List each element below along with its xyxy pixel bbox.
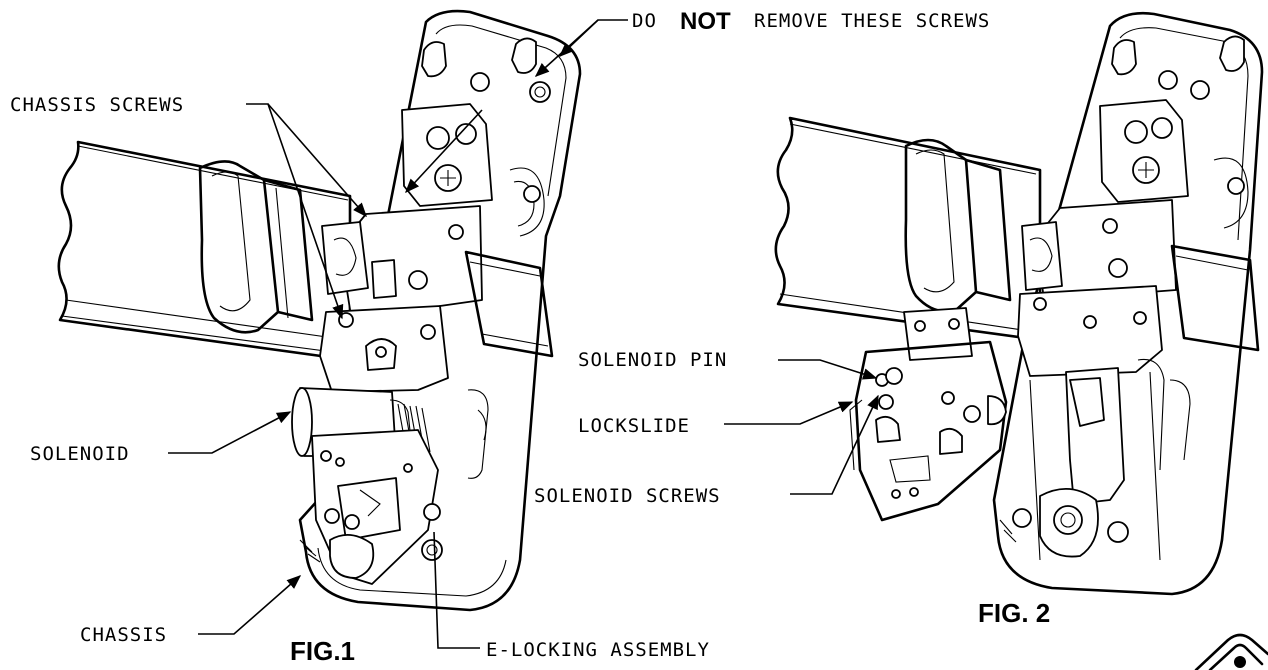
callout-e-locking-assembly: E-LOCKING ASSEMBLY [433, 531, 710, 661]
push-bar-tube [57, 140, 352, 362]
chassis-label: CHASSIS [80, 624, 167, 646]
lockslide-assembly [849, 307, 1008, 522]
solenoid-coil [397, 403, 431, 453]
callout-do-not-remove: DO NOT REMOVE THESE SCREWS [405, 8, 990, 194]
chassis-plate-2 [992, 11, 1264, 596]
solenoid-pin-label: SOLENOID PIN [578, 349, 727, 371]
solenoid-label: SOLENOID [30, 443, 130, 465]
callout-chassis: CHASSIS [80, 575, 302, 646]
figure-1-drawing: DO NOT REMOVE THESE SCREWS CHASSIS SCREW… [10, 8, 990, 666]
e-locking-assembly-label: E-LOCKING ASSEMBLY [486, 639, 710, 661]
warning-symbol-icon [1194, 633, 1268, 670]
figure-2-label: FIG. 2 [978, 598, 1050, 628]
lockslide-label: LOCKSLIDE [578, 415, 690, 437]
do-not-prefix: DO [632, 10, 657, 32]
callout-solenoid-screws: SOLENOID SCREWS [534, 394, 879, 507]
callout-solenoid-pin: SOLENOID PIN [578, 349, 878, 380]
chassis-screws-label: CHASSIS SCREWS [10, 94, 184, 116]
chassis-plate [291, 9, 582, 612]
svg-text:DO: DO [632, 10, 657, 32]
figure-1-label: FIG.1 [290, 636, 355, 666]
do-not-suffix: REMOVE THESE SCREWS [754, 10, 990, 32]
solenoid-screws-label: SOLENOID SCREWS [534, 485, 721, 507]
callout-solenoid: SOLENOID [30, 411, 292, 465]
callout-chassis-screws: CHASSIS SCREWS [10, 94, 367, 320]
figure-2-drawing: SOLENOID PIN LOCKSLIDE SOLENOID SCREWS F… [534, 11, 1264, 628]
callout-lockslide: LOCKSLIDE [578, 401, 854, 437]
push-bar-tube-2 [774, 116, 1042, 342]
do-not-bold: NOT [680, 8, 731, 35]
